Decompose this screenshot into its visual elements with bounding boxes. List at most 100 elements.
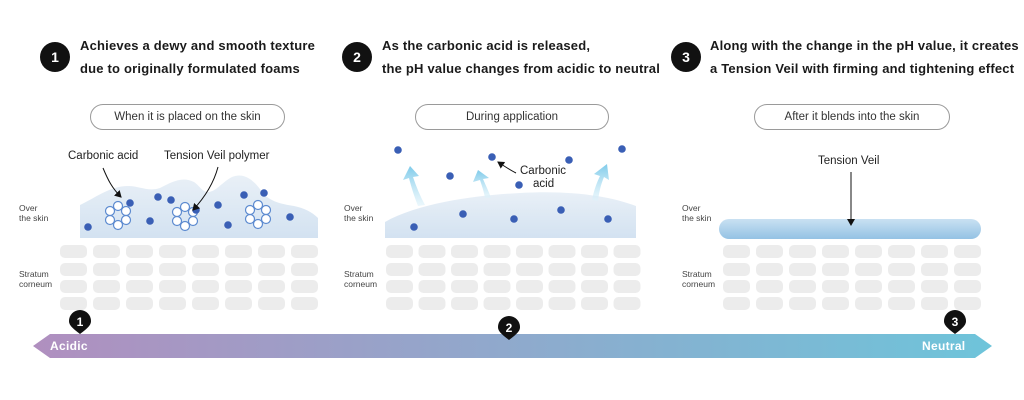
- stratum-cell: [60, 263, 87, 276]
- polymer-ring: [244, 213, 256, 225]
- stratum-cell: [723, 245, 750, 258]
- stratum-cell: [723, 280, 750, 293]
- side-over-skin-1-b: the skin: [19, 213, 49, 223]
- scale-marker-3-num: 3: [952, 315, 959, 329]
- stratum-cell: [60, 297, 87, 310]
- carbonic-acid-dot: [84, 223, 92, 231]
- label-carbonic-acid-2: Carbonic acid: [520, 165, 566, 191]
- stratum-cell: [225, 297, 252, 310]
- stratum-cell: [888, 263, 915, 276]
- stratum-cell: [60, 280, 87, 293]
- stratum-cell: [613, 263, 641, 276]
- stratum-cell: [581, 245, 608, 258]
- step-1-title: Achieves a dewy and smooth texture due t…: [80, 34, 315, 80]
- stratum-cell: [756, 263, 783, 276]
- stratum-cell: [723, 263, 750, 276]
- stratum-cell: [483, 280, 511, 293]
- pointer-carbonic-acid-2: [497, 161, 517, 174]
- label-carbonic-acid-2-line2: acid: [533, 178, 555, 190]
- stratum-cell: [483, 245, 511, 258]
- step-1-title-line2: due to originally formulated foams: [80, 61, 300, 76]
- step-badge-1: [40, 42, 70, 72]
- carbonic-acid-dot: [459, 210, 467, 218]
- stratum-cell: [225, 280, 252, 293]
- stratum-cell: [93, 245, 120, 258]
- state-pill-2: During application: [415, 104, 609, 130]
- stratum-cell: [192, 297, 219, 310]
- stratum-cell: [126, 297, 153, 310]
- side-over-skin-2-a: Over: [344, 203, 363, 213]
- stratum-cell: [126, 245, 153, 258]
- side-stratum-3-a: Stratum: [682, 269, 712, 279]
- stratum-cell: [93, 297, 120, 310]
- carbonic-acid-dot: [446, 172, 454, 180]
- stratum-cell: [855, 280, 882, 293]
- stratum-cell: [789, 297, 816, 310]
- stratum-cell: [159, 297, 186, 310]
- scale-acidic-label: Acidic: [50, 339, 88, 353]
- carbonic-acid-dot: [146, 217, 154, 225]
- stratum-cell: [418, 245, 446, 258]
- carbonic-acid-dot: [618, 145, 626, 153]
- carbonic-acid-dot: [240, 191, 248, 199]
- stratum-cell: [483, 297, 511, 310]
- stratum-cell: [822, 263, 849, 276]
- scale-marker-2-num: 2: [506, 321, 513, 335]
- stratum-cell: [548, 297, 576, 310]
- stratum-cell: [126, 280, 153, 293]
- carbonic-acid-dot: [394, 146, 402, 154]
- polymer-ring: [179, 201, 191, 213]
- step-2-title-line1: As the carbonic acid is released,: [382, 38, 591, 53]
- stratum-cell: [451, 245, 478, 258]
- state-pill-3: After it blends into the skin: [754, 104, 950, 130]
- stratum-cell: [126, 263, 153, 276]
- stratum-cell: [548, 263, 576, 276]
- stratum-cell: [483, 263, 511, 276]
- stratum-cell: [613, 280, 641, 293]
- carbonic-acid-dot: [126, 199, 134, 207]
- stratum-cell: [516, 245, 543, 258]
- polymer-ring: [104, 205, 116, 217]
- side-stratum-2-b: corneum: [344, 279, 378, 289]
- stratum-cell: [418, 297, 446, 310]
- stratum-cell: [548, 280, 576, 293]
- side-over-skin-1-a: Over: [19, 203, 38, 213]
- stratum-cell: [954, 245, 981, 258]
- stratum-cell: [451, 280, 478, 293]
- stratum-cell: [581, 263, 608, 276]
- stratum-cell: [291, 280, 318, 293]
- step-badge-3-num: 3: [682, 49, 690, 65]
- stratum-cell: [418, 263, 446, 276]
- stratum-cell: [291, 245, 318, 258]
- step-badges: 1 2 3: [40, 42, 701, 72]
- polymer-ring: [260, 213, 272, 225]
- stratum-cell: [789, 263, 816, 276]
- carbonic-acid-dot: [565, 156, 573, 164]
- stratum-cell: [516, 297, 543, 310]
- release-arrows: [403, 164, 609, 206]
- polymer-ring: [187, 215, 199, 227]
- carbonic-acid-dot: [167, 196, 175, 204]
- carbonic-acid-dots: [84, 145, 626, 231]
- stratum-cell: [258, 297, 285, 310]
- stratum-cell: [225, 263, 252, 276]
- stratum-cell: [516, 263, 543, 276]
- scale-marker-2: [498, 316, 520, 340]
- stratum-cell: [822, 297, 849, 310]
- polymer-rings: [104, 199, 272, 232]
- stratum-cell: [822, 280, 849, 293]
- step-3-title-line1: Along with the change in the pH value, i…: [710, 38, 1019, 53]
- stratum-cell: [159, 280, 186, 293]
- foam-layer-2: [385, 192, 636, 238]
- polymer-ring-cluster: [171, 201, 199, 232]
- stratum-cell: [756, 245, 783, 258]
- carbonic-acid-dot: [214, 201, 222, 209]
- step-2-title-line2: the pH value changes from acidic to neut…: [382, 61, 661, 76]
- stratum-cell: [93, 263, 120, 276]
- carbonic-acid-dot: [510, 215, 518, 223]
- carbonic-acid-dot: [488, 153, 496, 161]
- carbonic-acid-dot: [260, 189, 268, 197]
- stratum-cell: [855, 245, 882, 258]
